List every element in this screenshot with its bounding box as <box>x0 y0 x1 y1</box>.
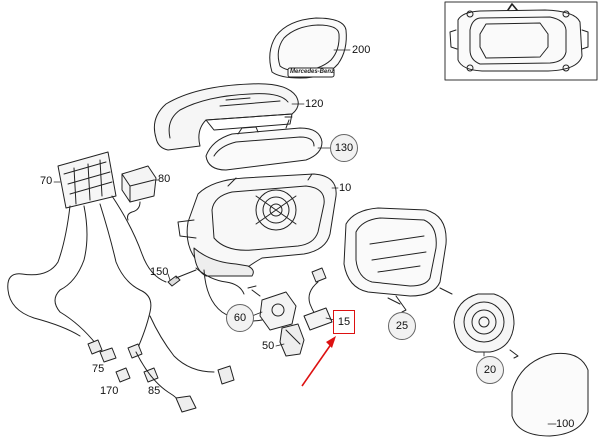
label-10: 10 <box>339 182 352 194</box>
part-15-cable-plug <box>303 267 333 331</box>
label-120: 120 <box>305 98 324 110</box>
part-25-mirror-frame <box>343 207 447 313</box>
part-170-connector <box>115 343 143 383</box>
part-100-mirror-glass <box>511 352 589 437</box>
part-200-cover-trim <box>269 17 347 79</box>
label-20: 20 <box>476 356 504 384</box>
leader-lines <box>53 49 557 425</box>
label-130: 130 <box>330 134 358 162</box>
cable-harness-left <box>7 205 81 337</box>
label-70: 70 <box>40 175 53 187</box>
label-25: 25 <box>388 312 416 340</box>
part-75-connector <box>87 339 117 363</box>
part-60-bracket <box>247 285 297 331</box>
part-150-screw <box>167 269 197 287</box>
part-50-motor <box>279 323 305 357</box>
part-70-module <box>57 151 117 209</box>
label-50: 50 <box>262 340 275 352</box>
label-60: 60 <box>226 304 254 332</box>
part-20-adjust-plate <box>439 287 519 359</box>
label-85: 85 <box>148 385 161 397</box>
label-170: 170 <box>100 385 119 397</box>
label-150: 150 <box>150 266 169 278</box>
vehicle-location-inset <box>444 1 598 81</box>
part-80-connector <box>121 165 157 221</box>
label-15-highlighted: 15 <box>333 310 355 334</box>
highlight-arrow-icon <box>301 336 336 387</box>
label-100: 100 <box>556 418 575 430</box>
part-120-mirror-housing <box>153 83 299 151</box>
emblem-text: Mercedes-Benz <box>290 69 335 75</box>
part-85-connector <box>143 365 235 385</box>
label-75: 75 <box>92 363 105 375</box>
label-200: 200 <box>352 44 371 56</box>
part-10-mirror-base <box>177 173 337 277</box>
part-130-turn-signal <box>205 116 323 171</box>
label-80: 80 <box>158 173 171 185</box>
